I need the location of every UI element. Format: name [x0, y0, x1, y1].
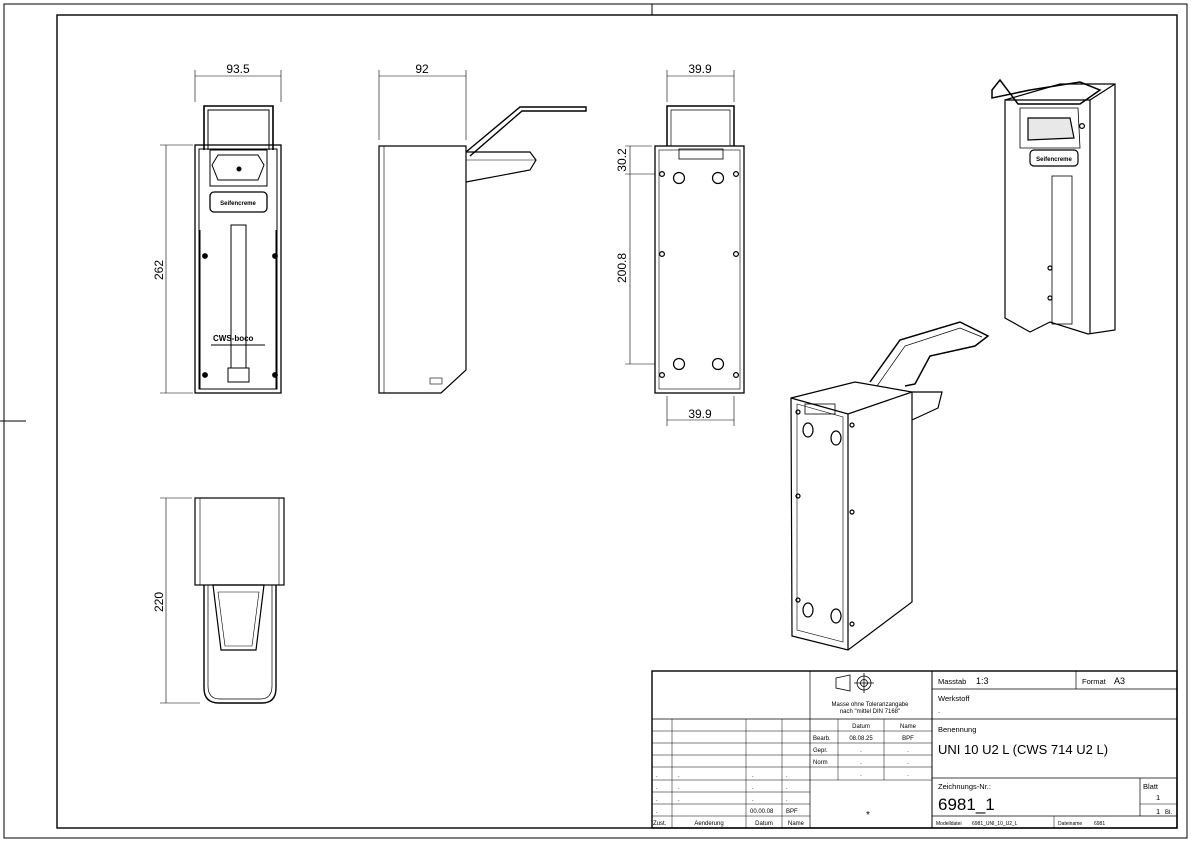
iso-soap-label-text: Seifencreme [1036, 157, 1072, 163]
rev-row1-name: . [786, 773, 788, 779]
rev-row2-date: . [752, 785, 754, 791]
gepr-label: Gepr. [813, 748, 828, 754]
rev-row3-change: . [678, 797, 680, 803]
brand-logo-text: CWS-boco [213, 334, 254, 343]
date-header: Datum [852, 724, 870, 730]
sheet-label: Blatt [1143, 782, 1159, 791]
rev-row2-zust: . [656, 785, 658, 791]
dim-rear-top-width: 39.9 [688, 62, 712, 76]
dim-top-depth: 220 [152, 592, 166, 612]
rev-row4-date: 00.00.08 [750, 809, 774, 815]
top-view [194, 497, 285, 704]
projection-symbol-icon [835, 673, 874, 693]
material-value: . [938, 706, 940, 715]
dim-rear-top-offset: 30.2 [615, 148, 629, 172]
sheet-value: 1 [1156, 793, 1160, 802]
tolerance-note-line2: nach "mittel DIN 7168" [840, 709, 900, 715]
rev-row3-date: . [752, 797, 754, 803]
title-block-lines [651, 670, 1178, 829]
rev-row2-change: . [678, 785, 680, 791]
dim-front-height: 262 [152, 260, 166, 280]
norm-name: . [907, 760, 909, 766]
dim-front-width: 93.5 [226, 62, 250, 76]
sheets-suffix: Bl. [1165, 810, 1172, 816]
bearb-date: 08.08.25 [849, 736, 873, 742]
rev-row2-name: . [786, 785, 788, 791]
rev-row4-name: BPF [786, 809, 798, 815]
name-col-header: Name [788, 821, 805, 827]
front-dimension-lines [160, 70, 282, 394]
revision-star: * [866, 810, 870, 821]
file-label: Dateiname [1058, 821, 1082, 827]
sheets-total: 1 [1156, 807, 1160, 816]
drawing-no-value: 6981_1 [938, 795, 995, 814]
sheet-frame [0, 3, 1188, 839]
rev-row3-zust: . [656, 797, 658, 803]
designation-value: UNI 10 U2 L (CWS 714 U2 L) [938, 742, 1108, 757]
gepr-name: . [907, 748, 909, 754]
top-dimension-lines [160, 497, 200, 704]
format-value: A3 [1114, 676, 1125, 686]
rear-dimension-lines [625, 70, 735, 426]
dim-rear-vertical: 200.8 [615, 253, 629, 283]
soap-label-text: Seifencreme [220, 201, 256, 207]
designation-label: Benennung [938, 725, 976, 734]
scale-label: Masstab [938, 677, 966, 686]
isometric-front-view [991, 78, 1116, 335]
dim-side-depth: 92 [415, 62, 429, 76]
norm-label: Norm [813, 760, 828, 766]
extra-name: . [907, 772, 909, 778]
side-dimension-lines [378, 70, 467, 140]
rev-row3-name: . [786, 797, 788, 803]
front-view [194, 105, 282, 394]
rev-row1-zust: . [656, 773, 658, 779]
name-header: Name [900, 724, 917, 730]
datum-header: Datum [755, 821, 773, 827]
rev-row4-zust: . [656, 809, 658, 815]
tolerance-note-line1: Masse ohne Toleranzangabe [832, 702, 910, 708]
change-header: Aenderung [694, 821, 723, 827]
scale-value: 1:3 [976, 676, 989, 686]
dim-rear-bottom-width: 39.9 [688, 407, 712, 421]
format-label: Format [1082, 677, 1107, 686]
gepr-date: . [860, 748, 862, 754]
bearb-name: BPF [902, 736, 914, 742]
rear-view [654, 105, 745, 394]
side-view [378, 106, 587, 394]
file-value: 6981 [1094, 821, 1105, 827]
model-value: 6981_UNI_10_U2_L [972, 821, 1018, 827]
isometric-rear-view [790, 321, 990, 651]
bearb-label: Bearb. [813, 736, 831, 742]
zust-header: Zust. [653, 821, 667, 827]
norm-date: . [860, 760, 862, 766]
material-label: Werkstoff [938, 694, 970, 703]
rev-row1-date: . [752, 773, 754, 779]
extra-date: . [860, 772, 862, 778]
rev-row1-change: . [678, 773, 680, 779]
drawing-no-label: Zeichnungs-Nr.: [938, 782, 991, 791]
model-label: Modelldatei [936, 821, 962, 827]
